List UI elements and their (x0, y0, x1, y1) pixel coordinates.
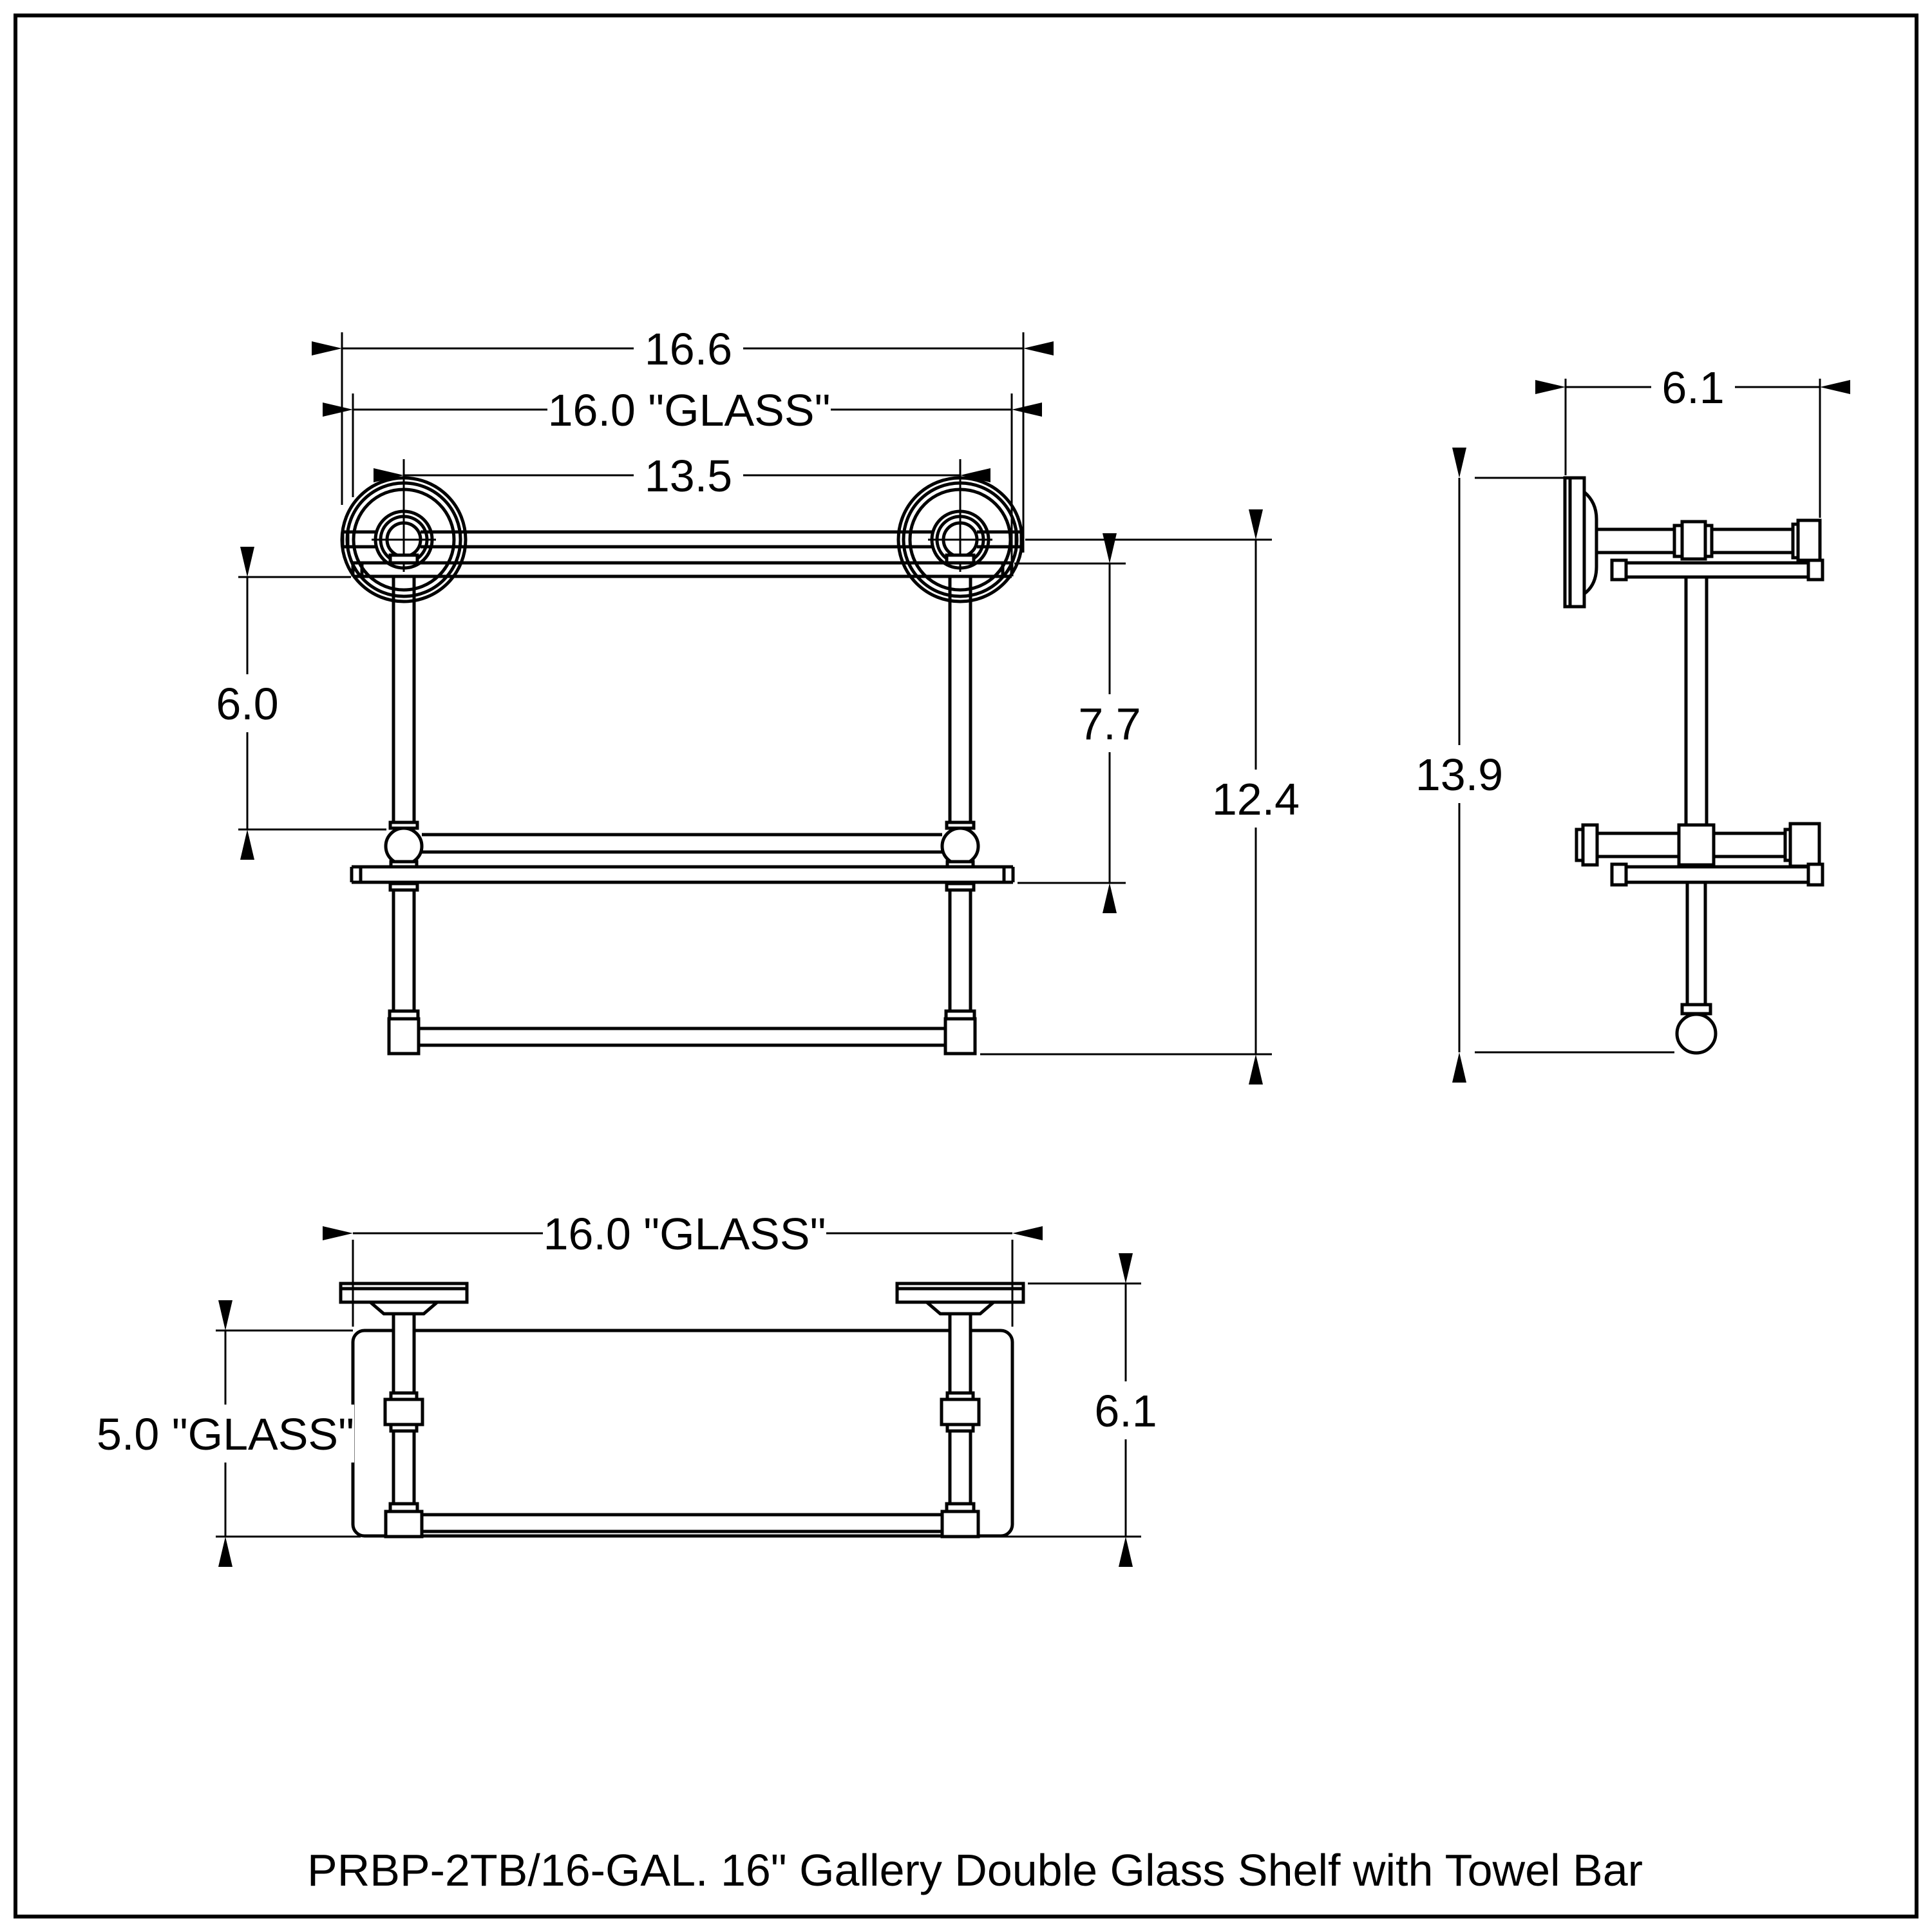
dim-top-glass-depth: 5.0 "GLASS" (97, 1300, 361, 1567)
dim-label-front-overall-width: 16.6 (645, 324, 732, 374)
dim-label-side-overall-height: 13.9 (1416, 750, 1503, 800)
caption: PRBP-2TB/16-GAL. 16" Gallery Double Glas… (307, 1845, 1643, 1895)
border-frame (14, 14, 1918, 1918)
top-view: 16.0 "GLASS" 5.0 "GLASS" 6.1 (97, 1208, 1168, 1567)
middle-rail (422, 833, 942, 854)
dim-label-front-shelf-spacing: 6.0 (216, 679, 278, 729)
towel-bar (419, 1027, 945, 1047)
dim-label-top-depth: 6.1 (1094, 1386, 1157, 1436)
side-middle-rail (1575, 822, 1821, 868)
top-arm (1596, 518, 1822, 562)
front-view: 16.6 16.0 "GLASS" 13.5 6.0 7.7 (202, 323, 1311, 1084)
towel-bar-ball (1675, 1012, 1718, 1055)
dim-side-overall-height: 13.9 (1401, 448, 1674, 1083)
top-right-bracket (895, 1282, 1025, 1539)
dim-front-overall-width: 16.6 (312, 323, 1054, 553)
dim-label-top-glass-width: 16.0 "GLASS" (544, 1209, 826, 1259)
wall-plate (1563, 476, 1598, 609)
right-post (940, 574, 980, 869)
top-towel-bar (422, 1513, 942, 1533)
right-lower-post (943, 882, 977, 1056)
dim-label-top-glass-depth: 5.0 "GLASS" (97, 1409, 354, 1459)
left-lower-post (387, 882, 421, 1056)
dim-front-shelf-drop: 7.7 (1014, 533, 1155, 913)
dim-label-front-post-spacing: 13.5 (645, 451, 732, 501)
side-view: 6.1 13.9 (1401, 361, 1850, 1083)
dim-label-front-shelf-drop: 7.7 (1078, 699, 1141, 749)
lower-glass-shelf (350, 865, 1015, 884)
dim-front-shelf-spacing: 6.0 (202, 547, 386, 860)
top-left-bracket (339, 1282, 469, 1539)
dim-side-depth: 6.1 (1535, 361, 1850, 518)
dim-front-overall-height: 12.4 (980, 509, 1311, 1084)
dim-top-depth: 6.1 (985, 1253, 1168, 1567)
dim-front-post-spacing: 13.5 (374, 450, 990, 501)
left-post (384, 574, 424, 869)
side-upper-shelf (1610, 558, 1824, 582)
dim-front-glass-width: 16.0 "GLASS" (323, 384, 1042, 561)
right-wall-mount (896, 459, 1024, 603)
dim-label-front-overall-height: 12.4 (1212, 774, 1300, 824)
dim-label-front-glass-width: 16.0 "GLASS" (548, 385, 831, 435)
dim-label-side-depth: 6.1 (1662, 363, 1724, 413)
side-lower-shelf (1610, 862, 1824, 887)
dim-top-glass-width: 16.0 "GLASS" (323, 1208, 1043, 1327)
side-lower-post (1675, 880, 1718, 1055)
